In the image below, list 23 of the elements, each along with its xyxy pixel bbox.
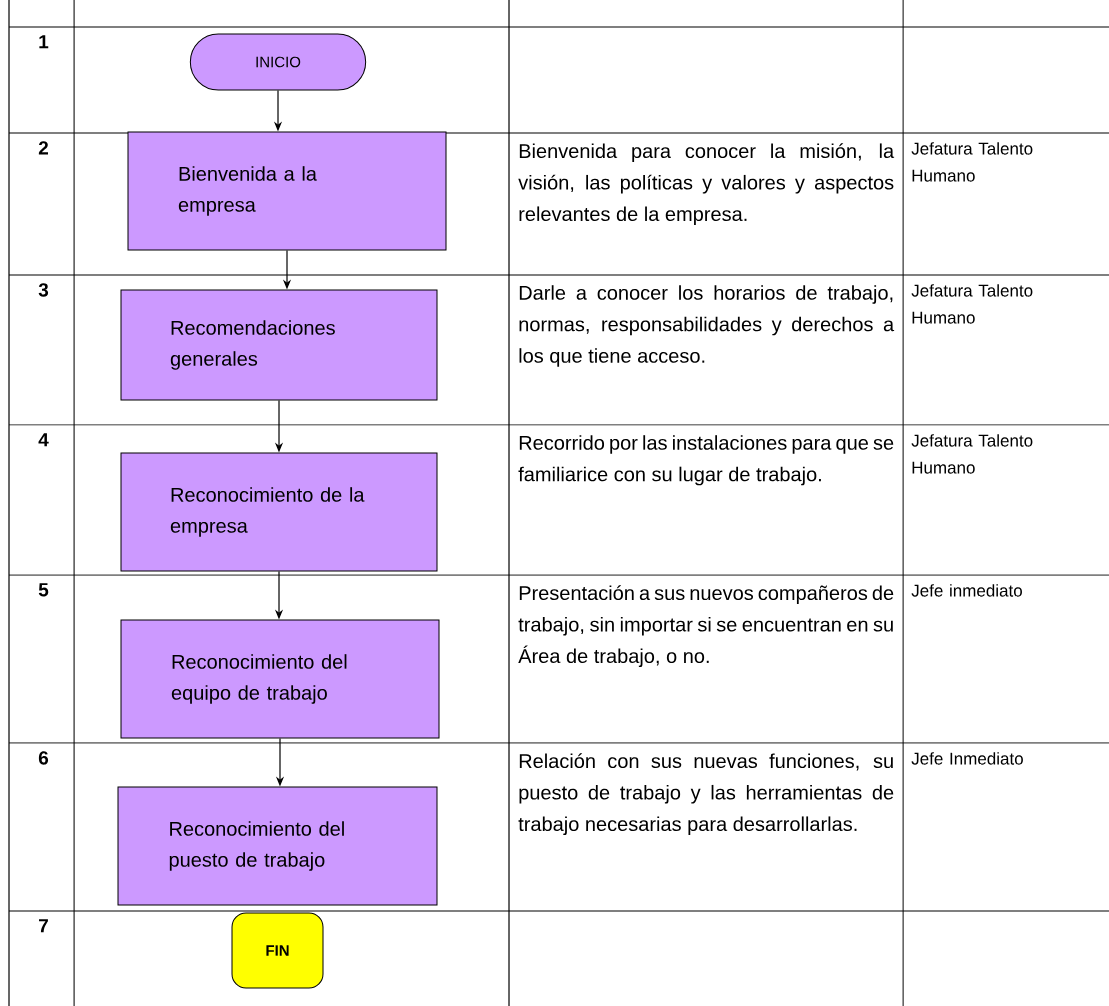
description-text: Darle a conocer los horarios de trabajo, normas, responsabilidades y derechos a los que tiene acceso.: [519, 285, 895, 367]
process-box: Recomendaciones generales: [120, 289, 438, 401]
row-number: 6: [38, 751, 49, 765]
process-box: Reconocimiento del puesto de trabajo: [117, 786, 438, 906]
row-number: 3: [38, 283, 49, 297]
description-text: Recorrido por las instalaciones para que se familiarice con su lugar de trabajo.: [518, 435, 894, 486]
end-terminal: FIN: [231, 912, 324, 989]
responsible-text: Jefatura Talento Humano: [911, 284, 1033, 324]
responsible-text: Jefe inmediato: [911, 584, 1022, 597]
row-number: 5: [38, 583, 49, 597]
row-number: 4: [38, 433, 49, 447]
description-text: Relación con sus nuevas funciones, su puesto de trabajo y las herramientas de trabajo necesarias para desarrollarlas.: [518, 753, 894, 836]
responsible-text: Jefatura Talento Humano: [911, 142, 1033, 182]
responsible-text: Jefatura Talento Humano: [911, 434, 1033, 474]
process-box: Reconocimiento del equipo de trabajo: [120, 619, 440, 739]
description-text: Presentación a sus nuevos compañeros de trabajo, sin importar si se encuentran en su Área de trabajo, o no.: [518, 585, 894, 668]
row-number: 7: [39, 919, 48, 933]
row-number: 1: [39, 35, 49, 49]
row-number: 2: [38, 141, 48, 155]
process-box: Reconocimiento de la empresa: [120, 452, 438, 572]
process-box: Bienvenida a la empresa: [127, 131, 447, 251]
responsible-text: Jefe Inmediato: [911, 752, 1023, 765]
description-text: Bienvenida para conocer la misión, la visión, las políticas y valores y aspectos relevantes de la empresa.: [518, 143, 895, 226]
